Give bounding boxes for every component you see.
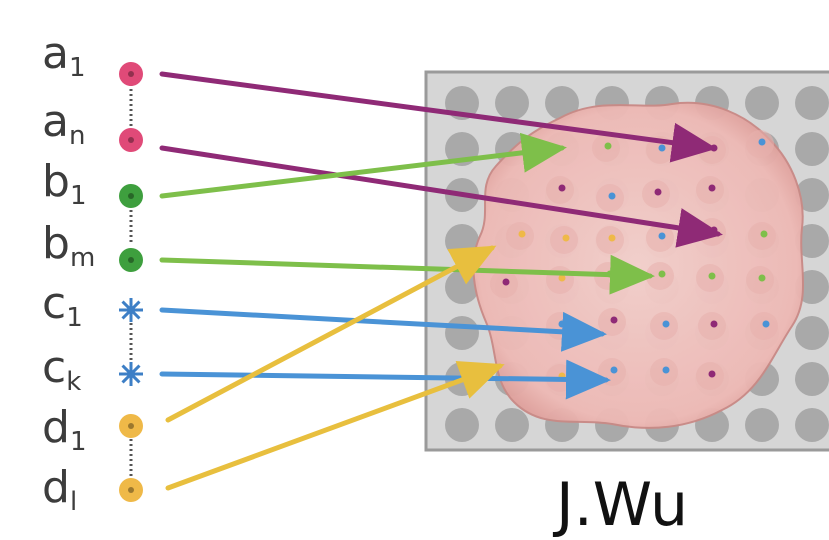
tissue-signal-dot	[659, 145, 666, 152]
label-dl: dl	[42, 466, 77, 515]
tissue-signal-dot	[759, 275, 766, 282]
tissue-signal-dot	[659, 233, 666, 240]
label-ck: ck	[42, 346, 81, 395]
tissue-signal-dot	[563, 235, 570, 242]
label-an: an	[42, 100, 85, 149]
dot-marker-core	[128, 423, 134, 429]
tissue-signal-dot	[609, 235, 616, 242]
multiplex-diagram: a1 an b1 bm c1 ck d1 dl J.Wu	[0, 0, 829, 517]
tissue-signal-dot	[709, 273, 716, 280]
tissue-signal-dot	[609, 193, 616, 200]
plate-well	[445, 408, 479, 442]
star-marker-icon	[119, 298, 143, 322]
plate-well	[745, 408, 779, 442]
dot-marker-core	[128, 71, 134, 77]
plate-well	[795, 132, 829, 166]
tissue-signal-dot	[663, 367, 670, 374]
tissue-signal-dot	[559, 321, 566, 328]
label-d1: d1	[42, 406, 86, 455]
tissue-signal-dot	[519, 231, 526, 238]
tissue-signal-dot	[605, 143, 612, 150]
plate-well	[745, 86, 779, 120]
author-caption: J.Wu	[556, 470, 688, 540]
plate-well	[795, 408, 829, 442]
tissue-signal-dot	[503, 279, 510, 286]
tissue-signal-dot	[663, 321, 670, 328]
label-c1: c1	[42, 282, 83, 331]
tissue-signal-dot	[709, 371, 716, 378]
dot-marker-core	[128, 193, 134, 199]
tissue-signal-dot	[761, 231, 768, 238]
dot-marker-core	[128, 257, 134, 263]
label-a1: a1	[42, 32, 86, 81]
plate-well	[495, 86, 529, 120]
label-b1: b1	[42, 160, 86, 209]
tissue-signal-dot	[655, 189, 662, 196]
plate-well	[795, 86, 829, 120]
diagram-canvas	[0, 0, 829, 517]
plate-well	[795, 362, 829, 396]
tissue-signal-dot	[709, 185, 716, 192]
plate-well	[495, 408, 529, 442]
tissue-signal-dot	[759, 139, 766, 146]
plate-well	[795, 316, 829, 350]
dot-marker-core	[128, 137, 134, 143]
probe-markers	[119, 62, 143, 502]
tissue-signal-dot	[611, 317, 618, 324]
star-marker-icon	[119, 362, 143, 386]
tissue-signal-dot	[711, 321, 718, 328]
tissue-signal-dot	[611, 367, 618, 374]
tissue-signal-dot	[659, 271, 666, 278]
label-bm: bm	[42, 222, 95, 271]
tissue-signal-dot	[559, 185, 566, 192]
dot-marker-core	[128, 487, 134, 493]
plate-well	[445, 316, 479, 350]
tissue-signal-dot	[763, 321, 770, 328]
